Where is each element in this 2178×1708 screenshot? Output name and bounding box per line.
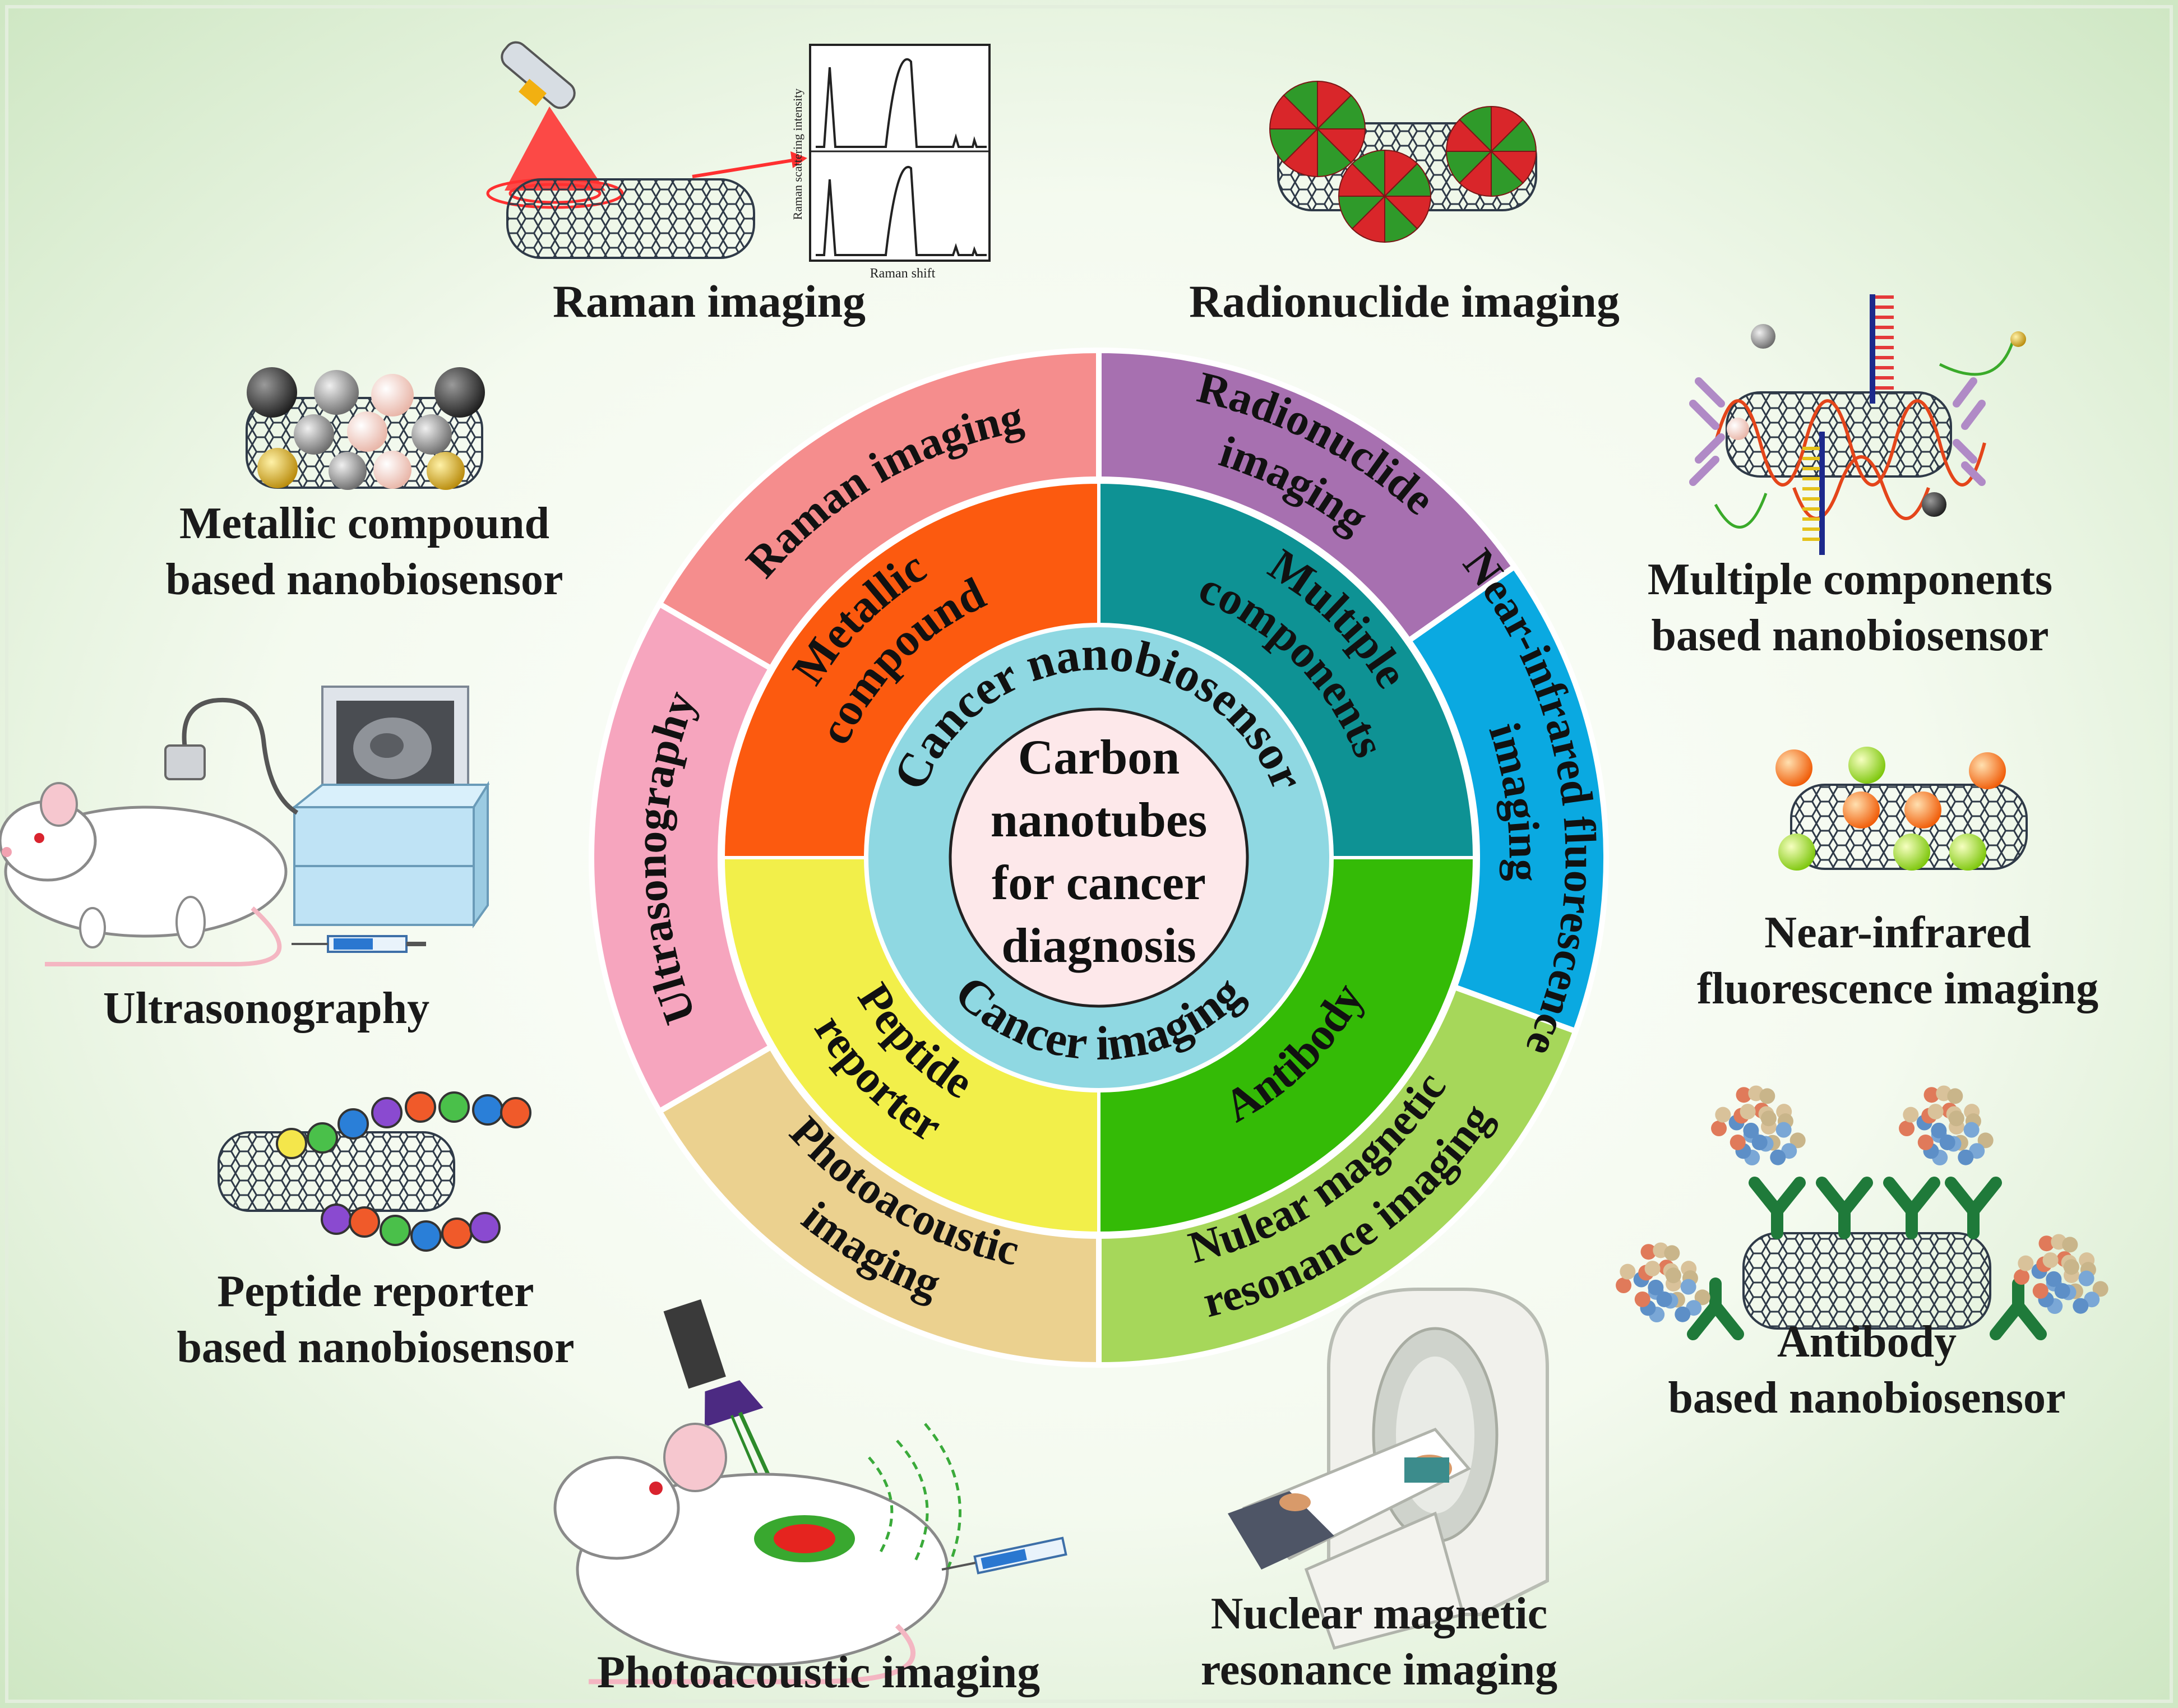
radionuclide-ball-icon (1269, 80, 1366, 178)
ultrasound-machine-icon (291, 686, 490, 929)
fluorescent-particle-icon (1775, 749, 1812, 786)
radionuclide-ball-icon (1338, 149, 1432, 243)
antibody-icon (1816, 1177, 1873, 1239)
arrow-icon (692, 158, 797, 178)
mouse-icon (0, 782, 288, 966)
protein-cluster-icon (1616, 1242, 1710, 1323)
caption-multiple-components-line2: based nanobiosensor (1651, 611, 2048, 660)
caption-raman-imaging: Raman imaging (553, 276, 866, 327)
caption-nir-line1: Near-infrared (1764, 908, 2031, 957)
caption-nir-line2: fluorescence imaging (1697, 964, 2098, 1013)
carbon-nanotube-icon (1742, 1232, 1991, 1330)
carbon-nanotube-icon (1726, 391, 1952, 478)
raman-spectrum-plot: Raman scattering intensity Raman shift (790, 44, 991, 281)
center-text-line-3: diagnosis (1001, 919, 1196, 973)
ultrasound-probe-icon (164, 744, 206, 780)
center-disc (949, 707, 1249, 1008)
caption-nmr-line1: Nuclear magnetic (1211, 1589, 1548, 1638)
antibody-icon (1990, 1277, 2047, 1340)
caption-antibody-line2: based nanobiosensor (1668, 1373, 2065, 1423)
caption-antibody-line1: Antibody (1777, 1317, 1957, 1367)
antibody-icon (1749, 1177, 1806, 1239)
metal-particle-icon (247, 367, 297, 418)
caption-photoacoustic-imaging: Photoacoustic imaging (597, 1646, 1040, 1697)
caption-multiple-components-line1: Multiple components (1648, 555, 2052, 604)
caption-radionuclide-imaging: Radionuclide imaging (1189, 276, 1620, 327)
peptide-bead-icon (276, 1091, 531, 1252)
carbon-nanotube-icon (506, 178, 755, 259)
near-infrared-illustration (1775, 747, 2028, 871)
laser-probe-icon (501, 41, 605, 191)
antibody-icon (1689, 377, 1725, 486)
caption-peptide-reporter-line2: based nanobiosensor (177, 1323, 574, 1372)
metallic-compound-illustration (246, 367, 485, 490)
syringe-icon (292, 935, 426, 953)
center-text-line-2: for cancer (992, 856, 1206, 910)
antibody-icon (1945, 1177, 2002, 1239)
caption-metallic-compound-line1: Metallic compound (179, 499, 549, 548)
radionuclide-ball-icon (1445, 105, 1537, 197)
antibody-illustration (1616, 1085, 2108, 1340)
center-text-line-0: Carbon (1018, 730, 1180, 785)
multiple-components-illustration (1689, 294, 2026, 555)
caption-nmr-line2: resonance imaging (1201, 1645, 1557, 1695)
probe-cable-icon (182, 697, 299, 815)
raman-plot-ylabel: Raman scattering intensity (790, 89, 804, 220)
antibody-icon (1616, 1085, 2108, 1340)
antibody-icon (1883, 1177, 1940, 1239)
nmr-scanner-illustration (1228, 1288, 1549, 1650)
antibody-icon (1687, 1277, 1744, 1340)
raman-plot-xlabel: Raman shift (870, 266, 936, 281)
acoustic-wave-icon (868, 1423, 961, 1570)
ultrasonography-illustration (0, 686, 490, 966)
photoacoustic-illustration (553, 1299, 1067, 1684)
radionuclide-imaging-illustration (1269, 80, 1537, 243)
mouse-icon (553, 1423, 949, 1684)
protein-cluster-icon (2014, 1234, 2108, 1314)
syringe-icon (941, 1536, 1067, 1575)
radionuclide-ball-icon (1269, 80, 1537, 243)
caption-ultrasonography: Ultrasonography (103, 984, 429, 1033)
peptide-reporter-illustration (218, 1091, 531, 1252)
caption-metallic-compound-line2: based nanobiosensor (165, 555, 563, 604)
raman-imaging-illustration: Raman scattering intensity Raman shift (486, 41, 991, 281)
protein-cluster-icon (1899, 1085, 1994, 1166)
dna-strand-icon (1714, 399, 1986, 487)
protein-cluster-icon (1711, 1085, 1806, 1166)
center-text-line-1: nanotubes (991, 793, 1207, 848)
caption-peptide-reporter-line1: Peptide reporter (218, 1267, 534, 1316)
gold-particle-icon (2010, 331, 2026, 347)
